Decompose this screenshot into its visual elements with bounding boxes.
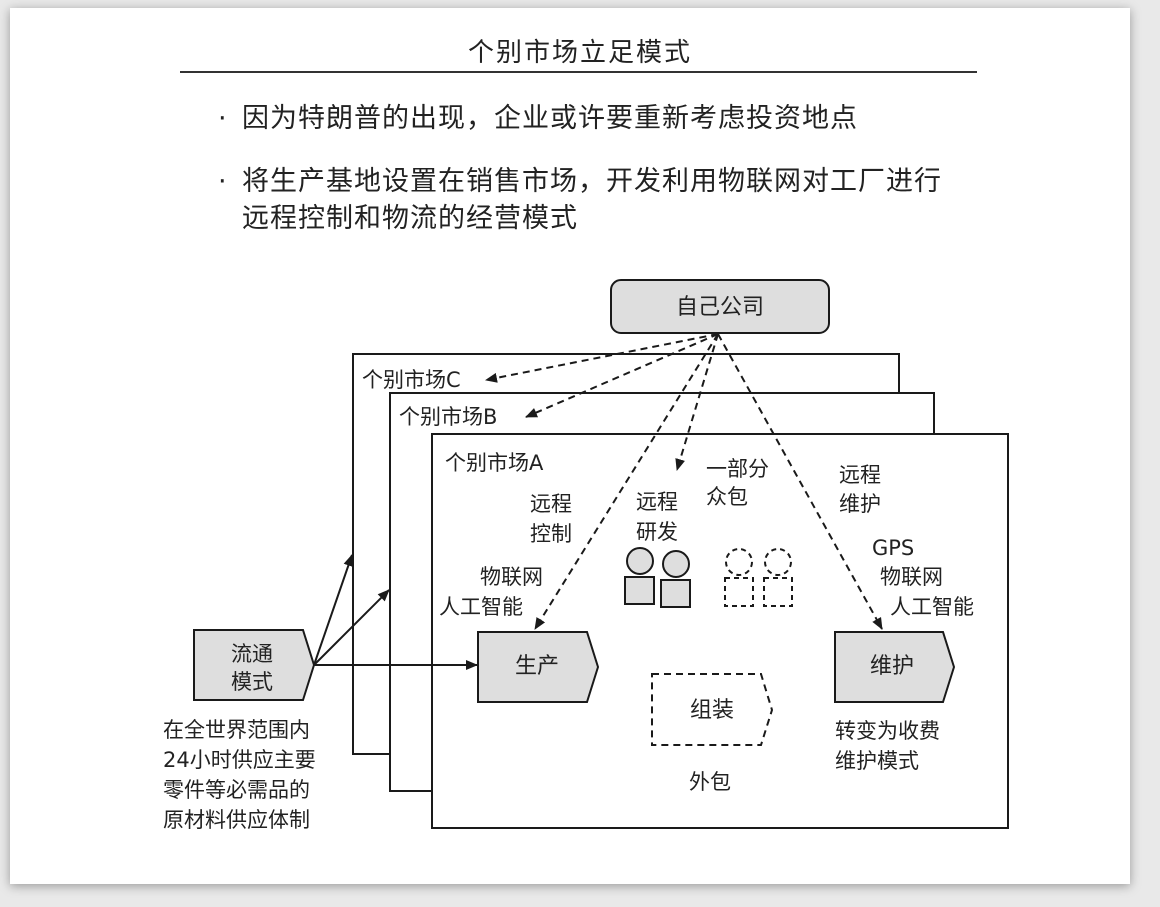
outsourcing-label: 外包 [689, 770, 731, 794]
title-underline [180, 71, 977, 73]
arrow-dist-to-c [313, 554, 354, 666]
distribution-label-2: 模式 [231, 670, 273, 694]
maintenance-box [834, 631, 956, 703]
bullet-marker: · [218, 166, 228, 197]
remote-rd-label-2: 研发 [636, 520, 678, 544]
maintenance-note-1: 转变为收费 [835, 719, 940, 743]
iot-label-right: 物联网 [880, 565, 943, 589]
assembly-box [651, 673, 774, 746]
remote-control-label-2: 控制 [530, 522, 572, 546]
engineer-icon [624, 547, 691, 608]
gps-label: GPS [872, 536, 914, 560]
maintenance-note-2: 维护模式 [835, 749, 919, 773]
maintenance-label: 维护 [870, 654, 914, 679]
company-box [610, 279, 830, 334]
bullet-1-text: 因为特朗普的出现，企业或许要重新考虑投资地点 [242, 103, 858, 134]
distribution-note-4: 原材料供应体制 [163, 808, 310, 832]
distribution-note-2: 24小时供应主要 [163, 748, 316, 772]
remote-rd-label-1: 远程 [636, 490, 678, 514]
company-label: 自己公司 [676, 295, 764, 320]
remote-maintenance-label-1: 远程 [839, 463, 881, 487]
iot-label-left: 物联网 [480, 565, 543, 589]
arrow-to-market-b [525, 333, 719, 418]
slide-title: 个别市场立足模式 [467, 38, 692, 68]
ai-label-right: 人工智能 [890, 595, 974, 619]
distribution-label-1: 流通 [231, 642, 273, 666]
assembly-label: 组装 [690, 698, 734, 723]
bullet-2-text-line1: 将生产基地设置在销售市场，开发利用物联网对工厂进行 [242, 166, 942, 197]
market-c-label: 个别市场C [362, 368, 461, 392]
distribution-note-3: 零件等必需品的 [163, 778, 310, 802]
arrow-to-maintenance [717, 333, 883, 630]
distribution-box [193, 629, 316, 701]
ai-label-left: 人工智能 [439, 595, 523, 619]
market-b-label: 个别市场B [399, 405, 497, 429]
bullet-marker: · [218, 103, 228, 134]
remote-maintenance-label-2: 维护 [839, 492, 881, 516]
arrow-dist-to-b [313, 589, 390, 666]
distribution-note-1: 在全世界范围内 [163, 718, 310, 742]
remote-control-label-1: 远程 [530, 492, 572, 516]
production-label: 生产 [515, 654, 559, 679]
crowdsourcing-label-1: 一部分 [706, 457, 769, 481]
crowdsourcing-label-2: 众包 [706, 485, 748, 509]
bullet-2-text-line2: 远程控制和物流的经营模式 [242, 203, 578, 234]
crowd-worker-icon [724, 548, 793, 607]
market-a-label: 个别市场A [445, 451, 544, 475]
arrow-to-production [534, 333, 719, 630]
arrow-to-market-c [485, 333, 719, 383]
production-box [477, 631, 600, 703]
